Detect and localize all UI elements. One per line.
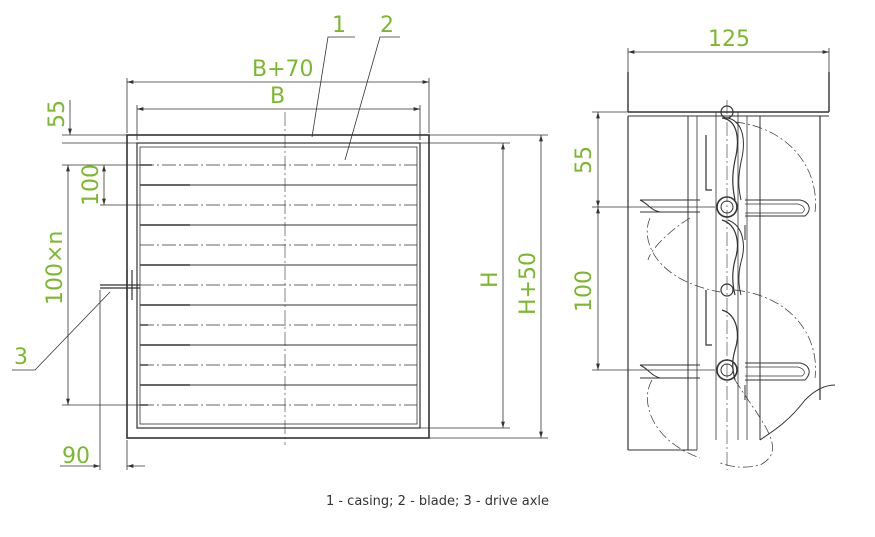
label-100n: 100×n [43,231,68,305]
label-b: B [270,84,285,109]
front-dimensions [12,36,548,470]
label-h50: H+50 [516,252,541,315]
side-view [627,72,836,470]
side-dimensions [592,48,830,371]
drive-axle [100,270,140,300]
axle-stubs [140,164,190,406]
label-55-side: 55 [572,146,597,174]
front-view [100,112,430,445]
label-100-side: 100 [572,270,597,312]
blade-axes [140,164,417,406]
label-100-front: 100 [79,164,104,206]
label-h: H [478,271,503,288]
casing-outer [126,134,430,439]
label-55-front: 55 [45,100,70,128]
label-90: 90 [62,444,90,469]
callout-3: 3 [14,345,28,370]
label-125: 125 [708,27,750,52]
callout-1: 1 [332,13,346,38]
callout-2: 2 [380,13,394,38]
rotation-arcs [646,121,816,468]
label-b70: B+70 [252,57,314,82]
caption: 1 - casing; 2 - blade; 3 - drive axle [325,494,550,509]
